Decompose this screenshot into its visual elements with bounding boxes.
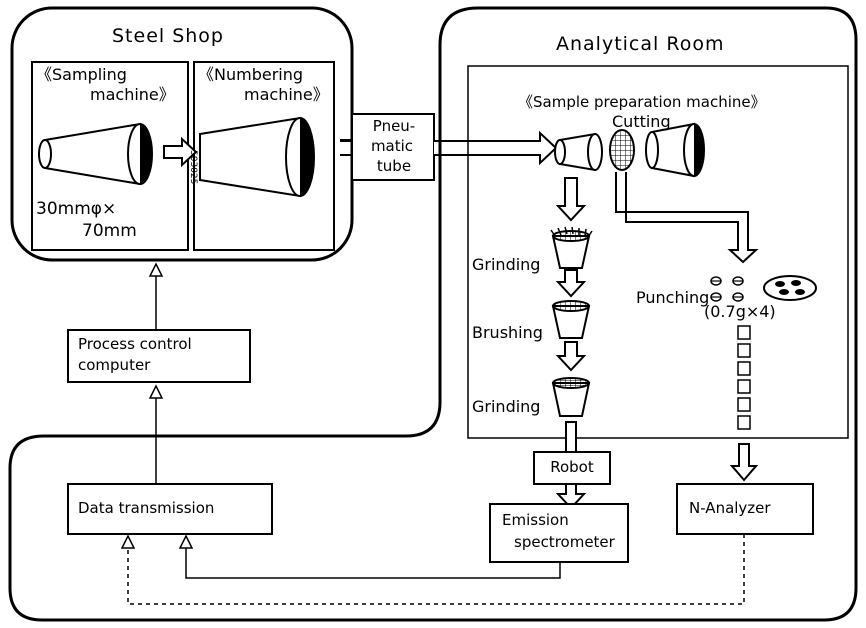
sample-preparation-label: 《Sample preparation machine》 [518,93,766,111]
steel-shop-title: Steel Shop [112,25,224,47]
n-analyzer-box [676,483,814,535]
arrow-grinding-to-brushing [555,269,587,298]
punching-label: Punching [636,288,710,307]
punched-pellets-icon [710,276,744,302]
emission-spectrometer-box [489,503,629,563]
process-control-label-2: computer [78,356,151,374]
cutting-label: Cutting [612,112,671,131]
pellet-transfer-chain [737,325,751,430]
grinding-label-2: Grinding [472,397,541,416]
sample-number: 503025 [188,150,198,185]
sample-size-1: 30mmφ× [36,199,117,219]
data-transmission-box [67,483,273,535]
numbering-machine-label-2: machine》 [244,85,329,104]
arrow-grinding-to-robot [565,421,577,453]
numbering-machine-label-1: 《Numbering [198,65,304,84]
pneumatic-tube-box [351,113,435,181]
pneumatic-tube-label-3: tube [376,157,412,175]
punch-amount-label: (0.7g×4) [704,302,776,321]
numbered-sample-icon [199,116,315,198]
arrow-to-n-analyzer [729,443,759,482]
n-analyzer-label: N-Analyzer [689,499,771,517]
grinding-cup-icon-2 [551,377,591,417]
pneumatic-tube-label-2: matic [370,137,414,155]
line-emission-to-data [185,542,561,579]
grinding-label-1: Grinding [472,255,541,274]
cut-piece-icon [554,132,603,172]
punched-disc-icon [763,275,817,301]
arrow-brushing-to-grinding [555,341,587,372]
arrow-pneumatic-to-cutting [434,130,558,166]
data-transmission-label: Data transmission [78,499,215,517]
robot-label: Robot [550,458,594,476]
emission-label-2: spectrometer [514,533,615,551]
sampling-machine-label-1: 《Sampling [36,65,127,84]
arrow-cut-to-grinding [555,177,587,222]
sampling-machine-label-2: machine》 [90,85,175,104]
steel-sample-icon [38,122,153,186]
process-control-label-1: Process control [78,335,192,353]
brushing-cup-icon [551,300,591,339]
cut-disc-icon [609,129,635,171]
arrow-robot-to-emission [555,483,587,510]
line-n-analyzer-to-data [127,534,745,605]
brushing-label: Brushing [472,323,543,342]
remaining-piece-icon [645,122,705,178]
emission-label-1: Emission [502,511,569,529]
process-control-box [67,329,251,383]
grinding-cup-icon-1 [550,226,593,269]
numbering-machine-box [193,61,335,251]
sample-preparation-box [467,65,849,439]
sample-size-2: 70mm [82,221,137,241]
pneumatic-tube-label-1: Pneu- [372,117,416,135]
analytical-room-title: Analytical Room [556,33,725,55]
robot-box [533,451,611,485]
analytical-room-frame [8,6,858,622]
arrow-sampling-to-numbering [163,136,198,168]
arrow-disc-to-punching [615,172,759,264]
